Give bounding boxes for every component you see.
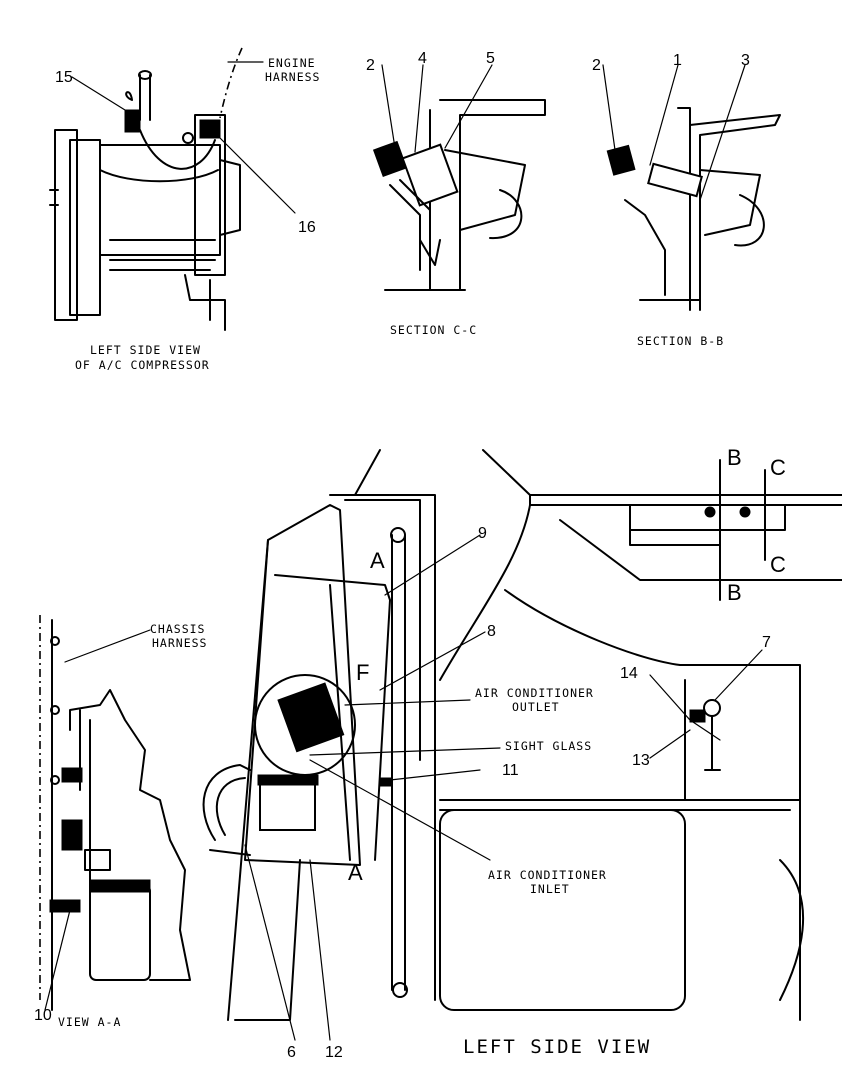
section-cc-title: SECTION C-C [390,323,477,337]
main-left-side-view: B C C B A [202,445,842,1061]
ac-outlet-label-line1: AIR CONDITIONER [475,686,594,700]
compressor-view: 15 16 ENGINE HARNESS LEFT SIDE VIEW OF A… [49,47,320,372]
callout-8: 8 [487,623,496,640]
engine-harness-label-line1: ENGINE [268,56,316,70]
callout-4: 4 [418,50,427,67]
chassis-harness-label-line1: CHASSIS [150,622,205,636]
callout-9: 9 [478,525,487,542]
section-marker-f: F [356,660,369,685]
main-view-title: LEFT SIDE VIEW [463,1036,651,1058]
callout-5: 5 [486,50,495,67]
sight-glass-label: SIGHT GLASS [505,739,592,753]
view-aa: CHASSIS HARNESS 10 VIEW A-A [34,615,207,1029]
section-marker-c-top: C [770,455,786,480]
callout-10: 10 [34,1007,52,1024]
callout-7: 7 [762,634,771,651]
chassis-harness-label-line2: HARNESS [152,636,207,650]
ac-inlet-label-line1: AIR CONDITIONER [488,868,607,882]
view-aa-title: VIEW A-A [58,1015,121,1029]
callout-2-bb: 2 [592,57,601,74]
compressor-view-title-line1: LEFT SIDE VIEW [90,343,201,357]
callout-1: 1 [673,52,682,69]
callout-3: 3 [741,52,750,69]
section-marker-c-bottom: C [770,552,786,577]
callout-2-cc: 2 [366,57,375,74]
callout-6: 6 [287,1044,296,1061]
callout-11: 11 [502,762,519,779]
engine-harness-label-line2: HARNESS [265,70,320,84]
callout-13: 13 [632,752,650,769]
callout-16: 16 [298,219,316,236]
section-marker-a-top: A [370,548,385,573]
ac-outlet-label-line2: OUTLET [512,700,560,714]
ac-inlet-label-line2: INLET [530,882,570,896]
callout-14: 14 [620,665,638,682]
section-bb-title: SECTION B-B [637,334,724,348]
callout-15: 15 [55,69,73,86]
section-marker-b-bottom: B [727,580,742,605]
section-bb: 2 1 3 SECTION B-B [592,52,781,348]
section-marker-b-top: B [727,445,742,470]
section-cc: 2 4 5 SECTION C-C [366,50,546,337]
compressor-view-title-line2: OF A/C COMPRESSOR [75,358,210,372]
callout-12: 12 [325,1044,343,1061]
section-marker-a-bottom: A [348,860,363,885]
